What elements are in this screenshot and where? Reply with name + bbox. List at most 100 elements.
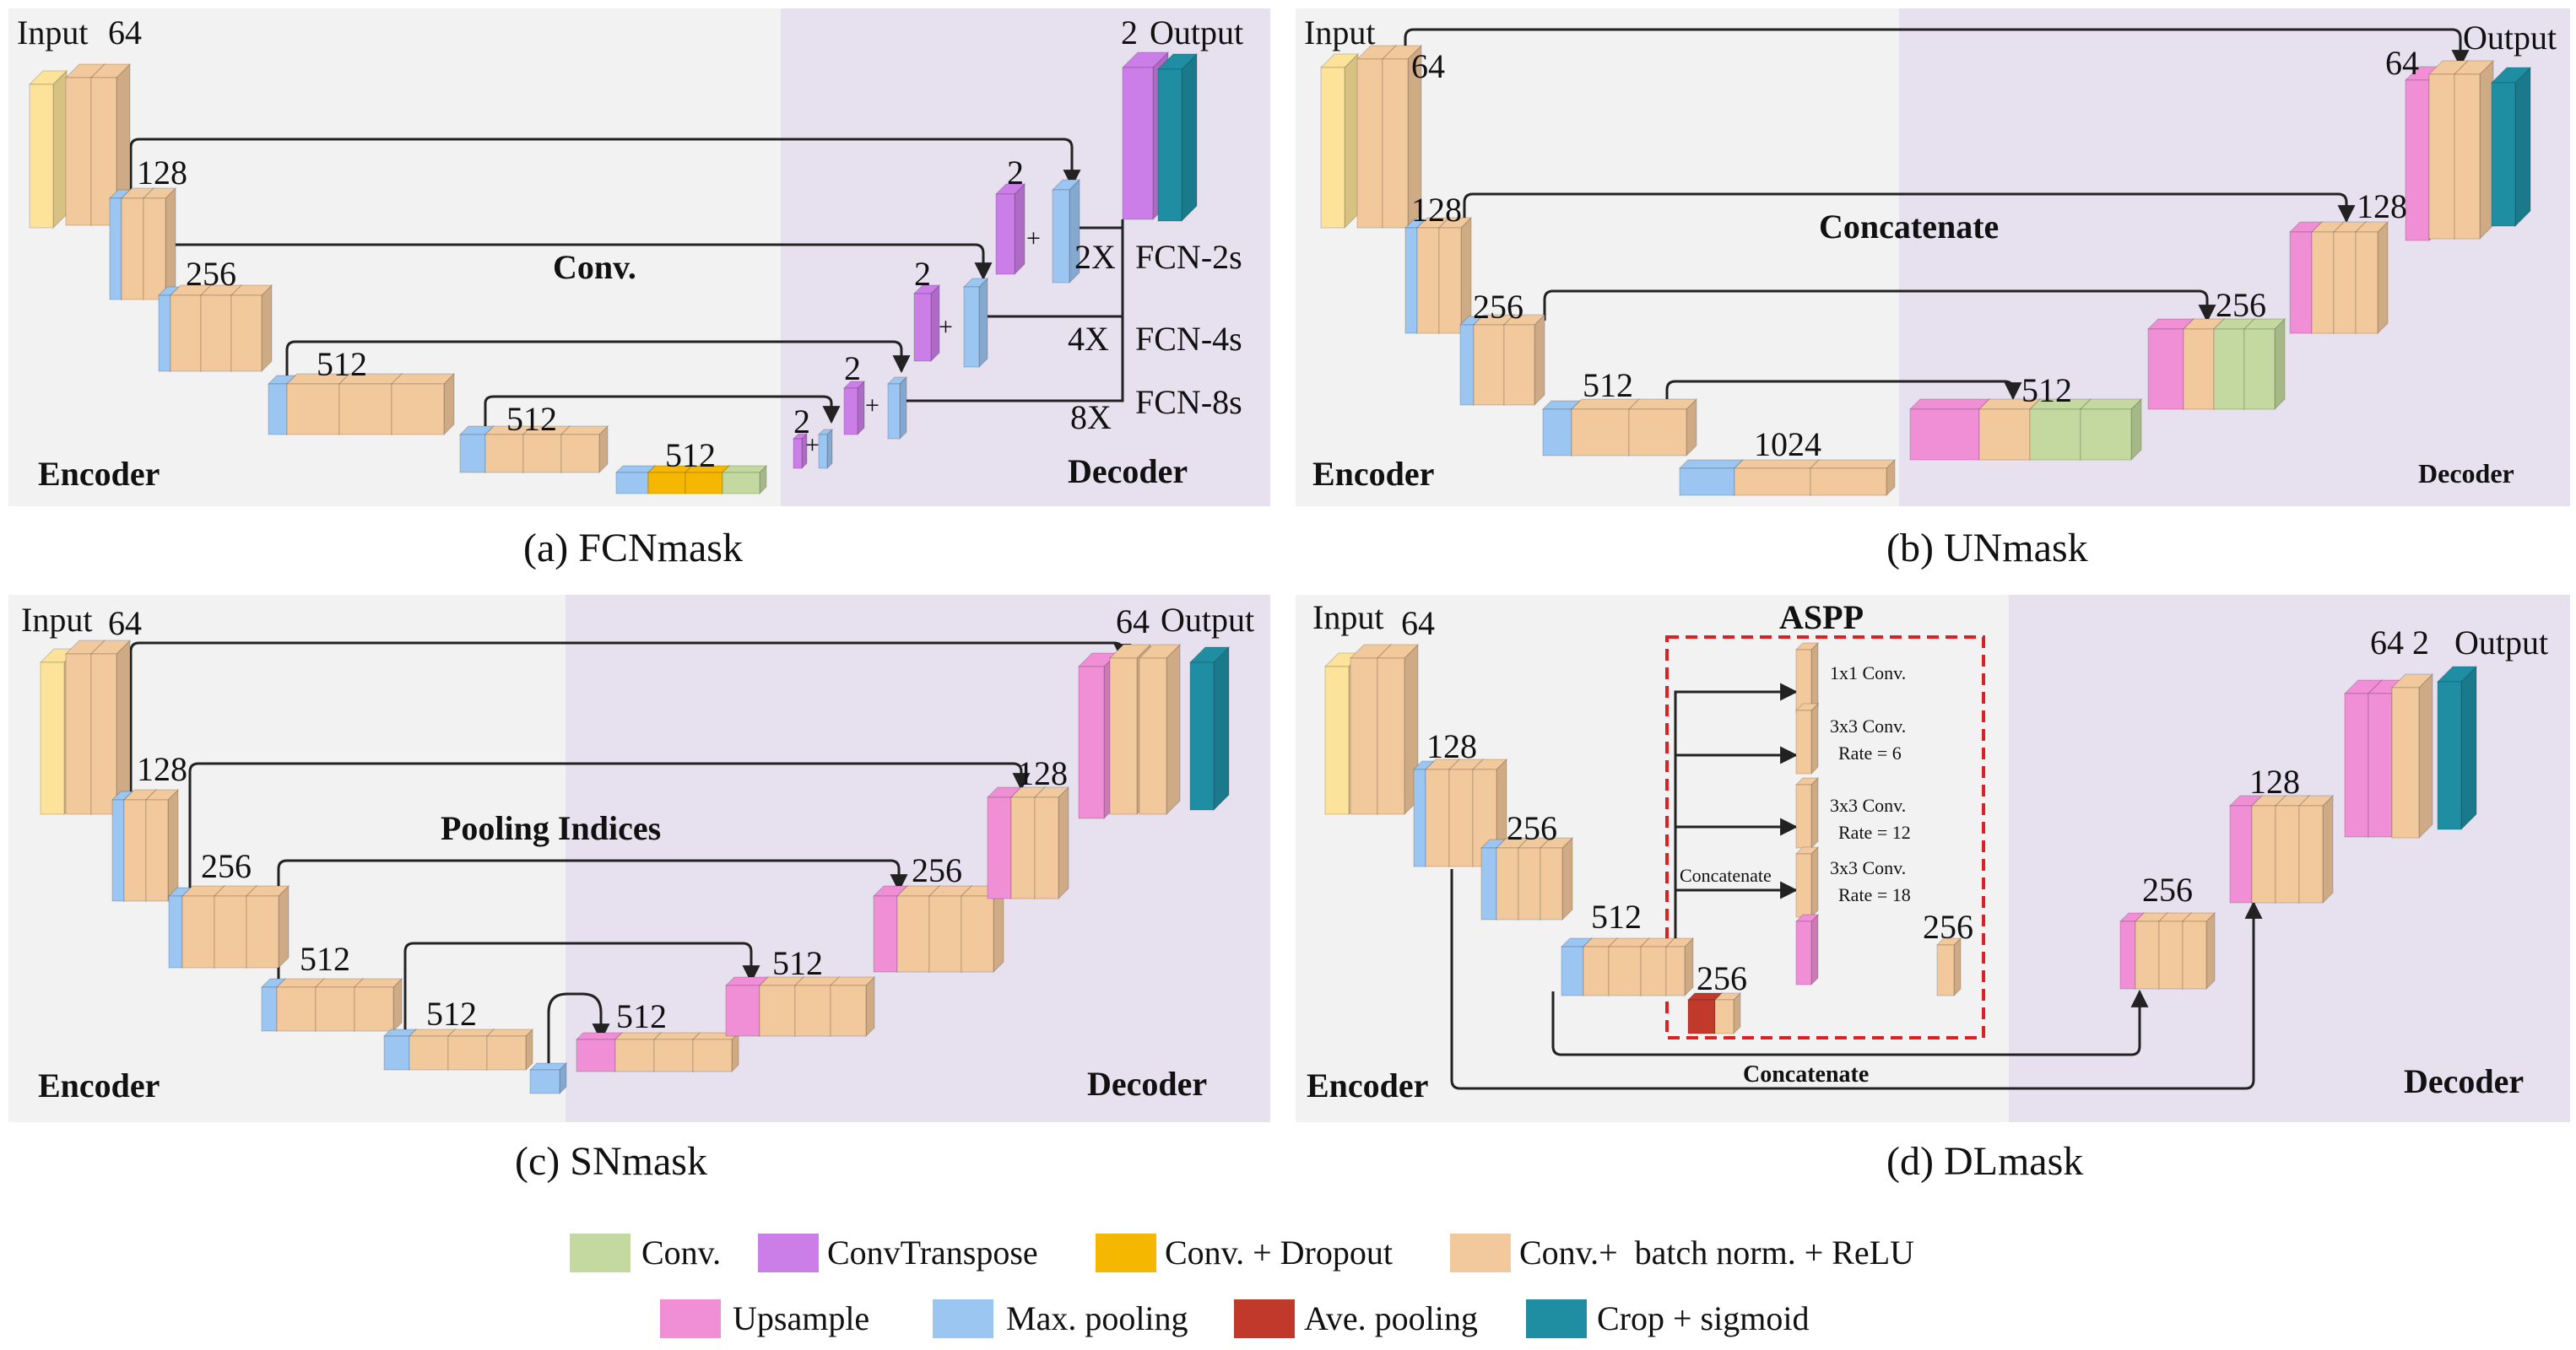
upsample-block xyxy=(1909,408,1980,461)
upsample-block xyxy=(873,895,898,973)
output-label: Output xyxy=(2463,19,2557,57)
conv-bn-relu-block-side xyxy=(278,884,290,969)
encoder-label: Encoder xyxy=(38,455,160,493)
conv-bn-relu-block-side xyxy=(167,788,179,903)
conv-bn-relu-block xyxy=(391,383,445,435)
conv-bn-relu-block-side xyxy=(165,186,176,301)
aspp-concatenate-label: Concatenate xyxy=(1680,865,1772,886)
conv-bn-relu-block-side xyxy=(2418,672,2433,840)
channel-label-2: 2 xyxy=(793,402,810,440)
input-label: Input xyxy=(21,601,92,639)
channel-label-64: 64 xyxy=(2385,44,2419,82)
conv-bn-relu-block xyxy=(2275,805,2300,904)
channel-label-256: 256 xyxy=(2216,286,2266,324)
channel-label-128: 128 xyxy=(1411,191,1462,229)
conv-bn-relu-block xyxy=(522,434,562,473)
aspp-branch-2-label: 3x3 Conv. xyxy=(1830,716,1906,737)
legend-label-upsample: Upsample xyxy=(733,1299,869,1337)
input-block-side xyxy=(1344,52,1359,230)
output-label: Output xyxy=(1150,14,1243,51)
panel-c-labels: Input 64 128 256 512 512 512 512 256 128… xyxy=(21,601,1254,1104)
layer-blocks xyxy=(28,44,2532,1095)
upsample-block xyxy=(2368,693,2393,838)
conv-bn-relu-block-side xyxy=(1058,786,1069,900)
upsample-block xyxy=(2119,921,2136,990)
conv-bn-relu-block xyxy=(1473,324,1505,406)
conv-bn-relu-block xyxy=(1416,227,1440,334)
skip-connection-label: Pooling Indices xyxy=(441,809,661,847)
maxpool-block xyxy=(887,383,901,440)
input-block xyxy=(40,662,65,815)
fcn-8s-label: FCN-8s xyxy=(1135,383,1242,421)
legend-label-convtranspose: ConvTranspose xyxy=(827,1234,1038,1272)
aspp-branch-4-label: 3x3 Conv. xyxy=(1830,857,1906,878)
conv-bn-relu-block xyxy=(1640,946,1667,996)
legend-swatch-convtranspose xyxy=(758,1234,819,1272)
conv-block-side xyxy=(2274,317,2286,411)
conv-bn-relu-block-side xyxy=(1810,845,1819,919)
conv-bn-relu-block xyxy=(1795,853,1812,918)
conv-bn-relu-block xyxy=(315,986,355,1032)
maxpool-block xyxy=(168,895,183,969)
conv-bn-relu-block-side xyxy=(1810,702,1819,775)
upsample-block-top xyxy=(1908,398,1991,410)
conv-block xyxy=(2029,408,2081,461)
conv-bn-relu-block-top xyxy=(353,978,403,988)
maxpool-block-top xyxy=(528,1062,568,1071)
captions: (a) FCNmask (b) UNmask (c) SNmask (d) DL… xyxy=(515,526,2088,1184)
upsample-block xyxy=(1078,666,1105,819)
channel-label-1024: 1024 xyxy=(1754,425,1821,463)
crop-sigmoid-block xyxy=(2491,82,2516,227)
channel-label-512: 512 xyxy=(2021,371,2072,409)
conv-bn-relu-block xyxy=(794,985,831,1037)
channel-label-128: 128 xyxy=(2249,763,2300,801)
conv-bn-relu-block xyxy=(614,1039,655,1072)
convtranspose-block-side xyxy=(857,380,865,436)
plus-sign: + xyxy=(939,313,953,341)
maxpool-block xyxy=(615,472,649,494)
avepool-block xyxy=(1687,999,1716,1034)
channel-label-64: 64 xyxy=(108,14,142,51)
convtranspose-block-side xyxy=(1014,182,1026,276)
legend-swatch-crop-sigmoid xyxy=(1526,1299,1587,1338)
channel-label-512: 512 xyxy=(506,400,557,438)
conv-bn-relu-block-top xyxy=(485,1029,534,1037)
caption-a: (a) FCNmask xyxy=(523,526,743,570)
channel-label-128: 128 xyxy=(137,154,187,192)
channel-label-2: 2 xyxy=(2412,624,2429,662)
conv-block xyxy=(2080,408,2132,461)
conv-bn-relu-block xyxy=(2298,805,2324,904)
conv-bn-relu-block xyxy=(2182,921,2207,990)
legend: Conv. ConvTranspose Conv. + Dropout Conv… xyxy=(570,1234,1914,1338)
conv-bn-relu-block xyxy=(1356,58,1383,229)
channel-label-256: 256 xyxy=(1697,959,1747,997)
upsample-factor-8x: 8X xyxy=(1070,398,1112,436)
panel-d-labels: Input 64 128 256 512 256 ASPP Concatenat… xyxy=(1307,598,2548,1104)
conv-bn-relu-block xyxy=(830,985,867,1037)
conv-bn-relu-block xyxy=(447,1035,488,1071)
conv-bn-relu-block xyxy=(1382,58,1409,229)
upsample-block xyxy=(725,985,760,1037)
conv-bn-relu-block xyxy=(1448,769,1474,867)
conv-bn-relu-block xyxy=(1628,408,1687,456)
conv-bn-relu-block xyxy=(181,895,215,969)
maxpool-block-side xyxy=(826,428,833,470)
conv-bn-relu-block xyxy=(1139,657,1167,815)
conv-bn-relu-block xyxy=(338,383,392,435)
conv-bn-relu-block-side xyxy=(392,977,403,1033)
maxpool-block xyxy=(1480,847,1497,921)
channel-label-2: 2 xyxy=(914,255,931,293)
conv-bn-relu-block xyxy=(1583,946,1610,996)
maxpool-block xyxy=(261,986,278,1032)
maxpool-block-side xyxy=(899,375,907,440)
conv-bn-relu-block-top xyxy=(560,425,609,435)
conv-bn-relu-block xyxy=(2454,73,2481,240)
maxpool-block xyxy=(963,286,980,368)
conv-bn-relu-block xyxy=(1034,796,1059,899)
crop-sigmoid-block xyxy=(1189,662,1215,811)
conv-bn-relu-block-side xyxy=(1561,836,1573,921)
panel-b-labels: Input 64 128 256 512 1024 512 256 128 64… xyxy=(1304,14,2557,493)
caption-c: (c) SNmask xyxy=(515,1139,707,1184)
legend-label-crop-sigmoid: Crop + sigmoid xyxy=(1597,1299,1809,1337)
